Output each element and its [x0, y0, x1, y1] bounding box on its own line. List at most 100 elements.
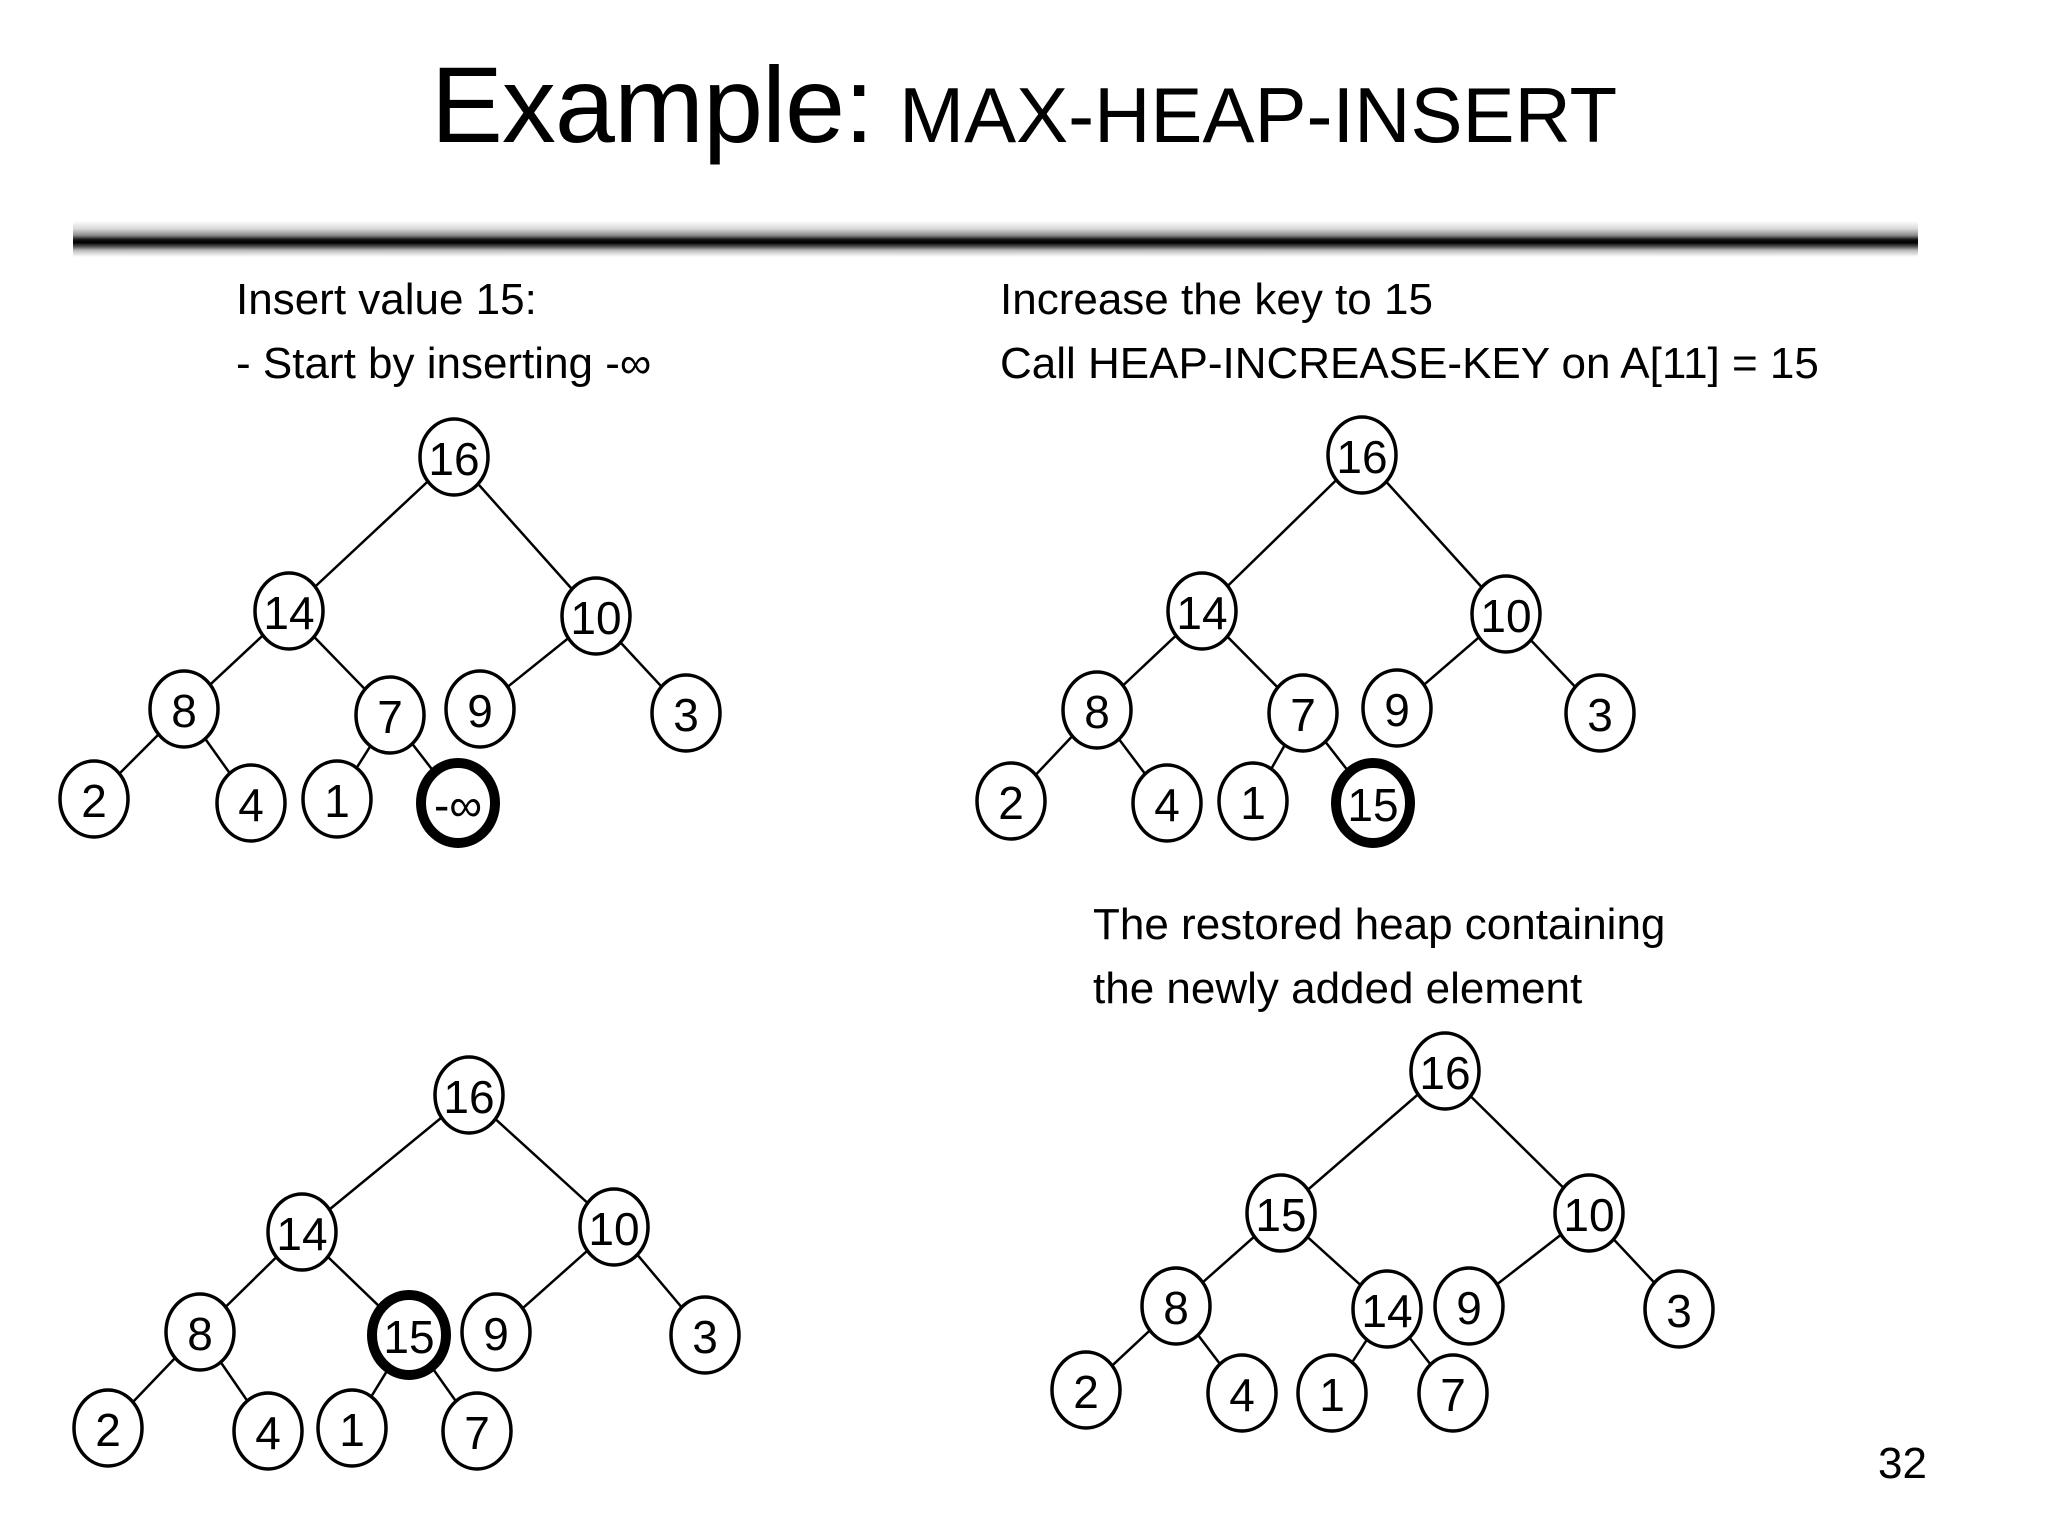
tree-node-1: 1: [1296, 1353, 1368, 1433]
node-circle: [1166, 571, 1238, 651]
tree-node-4: 4: [1131, 763, 1203, 843]
tree-node-4: 4: [1206, 1353, 1278, 1433]
tree-node-10: 10: [1553, 1173, 1625, 1253]
tree-node-14: 14: [253, 571, 325, 651]
node-value: 9: [1384, 684, 1410, 736]
node-circle: [444, 669, 516, 749]
node-value: 16: [1336, 431, 1387, 483]
tree-node-2: 2: [58, 759, 130, 839]
tree-node-8: 8: [148, 669, 220, 749]
caption-insert-value-line1: Insert value 15:: [236, 275, 537, 324]
node-circle-highlighted: [1331, 758, 1415, 848]
node-value: 3: [692, 1311, 718, 1363]
node-circle: [1050, 1350, 1122, 1430]
node-value: 15: [383, 1311, 434, 1363]
node-circle: [148, 669, 220, 749]
tree-node-9: 9: [1433, 1266, 1505, 1346]
node-value: 14: [263, 587, 314, 639]
node-value: 4: [255, 1407, 281, 1459]
tree-node-4: 4: [215, 763, 287, 843]
tree-node-8: 8: [1061, 670, 1133, 750]
node-value: 9: [483, 1308, 509, 1360]
node-circle: [1409, 1031, 1481, 1111]
node-circle: [433, 1055, 505, 1135]
node-circle-highlighted: [367, 1290, 451, 1380]
node-circle: [1326, 415, 1398, 495]
tree-node-8: 8: [164, 1292, 236, 1372]
caption-increase-key-line2: Call HEAP-INCREASE-KEY on A[11] = 15: [1000, 339, 1819, 388]
node-value: 7: [1290, 689, 1316, 741]
node-value: 3: [1666, 1285, 1692, 1337]
node-circle: [578, 1187, 650, 1267]
node-value: 1: [339, 1404, 365, 1456]
node-circle: [1206, 1353, 1278, 1433]
tree-node-14: 14: [1166, 571, 1238, 651]
tree-node-1: 1: [301, 759, 373, 839]
title-sub: MAX-HEAP-INSERT: [899, 71, 1618, 159]
node-value: 9: [467, 685, 493, 737]
tree-node-15: 15: [367, 1290, 451, 1380]
node-circle: [1217, 761, 1289, 841]
node-circle: [215, 763, 287, 843]
node-value: 15: [1255, 1189, 1306, 1241]
node-value: 4: [238, 779, 264, 831]
tree-node-10: 10: [1470, 574, 1542, 654]
tree-node-15: 15: [1245, 1173, 1317, 1253]
page-title: Example: MAX-HEAP-INSERT: [0, 44, 2048, 165]
tree-node-7: 7: [354, 675, 426, 755]
node-circle: [301, 759, 373, 839]
node-value: 10: [1563, 1189, 1614, 1241]
node-circle: [1131, 763, 1203, 843]
tree-node-9: 9: [444, 669, 516, 749]
node-value: 3: [1587, 689, 1613, 741]
node-value: 2: [81, 775, 107, 827]
node-value: 8: [1163, 1282, 1189, 1334]
node-value: -∞: [434, 779, 482, 831]
caption-restored-heap-line1: The restored heap containing: [1093, 900, 1666, 949]
node-value: 2: [1073, 1366, 1099, 1418]
node-circle: [669, 1295, 741, 1375]
tree-node-4: 4: [232, 1391, 304, 1471]
node-value: 9: [1456, 1282, 1482, 1334]
caption-restored-heap-line2: the newly added element: [1093, 964, 1583, 1013]
tree-node-2: 2: [1050, 1350, 1122, 1430]
caption-increase-key-line1: Increase the key to 15: [1000, 275, 1433, 324]
node-value: 8: [171, 685, 197, 737]
node-value: 16: [428, 433, 479, 485]
node-circle: [1361, 668, 1433, 748]
node-value: 16: [443, 1071, 494, 1123]
tree-node-16: 16: [1326, 415, 1398, 495]
node-circle: [1643, 1269, 1715, 1349]
tree-step2-increase-key-to-15: 16 14 10 8 7 9 3 2 4 1 15: [975, 415, 1636, 848]
tree-node-3: 3: [1643, 1269, 1715, 1349]
node-value: 7: [464, 1407, 490, 1459]
tree-node-3: 3: [669, 1295, 741, 1375]
node-value: 7: [1440, 1369, 1466, 1421]
node-circle: [354, 675, 426, 755]
node-circle: [232, 1391, 304, 1471]
tree-node-15: 15: [1331, 758, 1415, 848]
node-value: 2: [998, 777, 1024, 829]
tree-node-8: 8: [1140, 1266, 1212, 1346]
caption-increase-key: Increase the key to 15 Call HEAP-INCREAS…: [1000, 268, 1819, 396]
tree-node-14: 14: [1351, 1269, 1423, 1349]
node-value: 1: [1240, 777, 1266, 829]
node-value: 8: [187, 1308, 213, 1360]
tree-node-16: 16: [433, 1055, 505, 1135]
title-main: Example:: [430, 44, 874, 165]
node-circle: [1564, 673, 1636, 753]
node-value: 4: [1154, 779, 1180, 831]
tree-node-2: 2: [975, 761, 1047, 841]
node-circle: [1267, 673, 1339, 753]
node-circle: [72, 1388, 144, 1468]
title-divider-rule: [73, 221, 1918, 257]
tree-node-1: 1: [316, 1388, 388, 1468]
node-circle: [1351, 1269, 1423, 1349]
tree-node-16: 16: [1409, 1031, 1481, 1111]
node-value: 16: [1419, 1047, 1470, 1099]
node-value: 8: [1084, 686, 1110, 738]
tree-node-3: 3: [1564, 673, 1636, 753]
node-circle: [1553, 1173, 1625, 1253]
